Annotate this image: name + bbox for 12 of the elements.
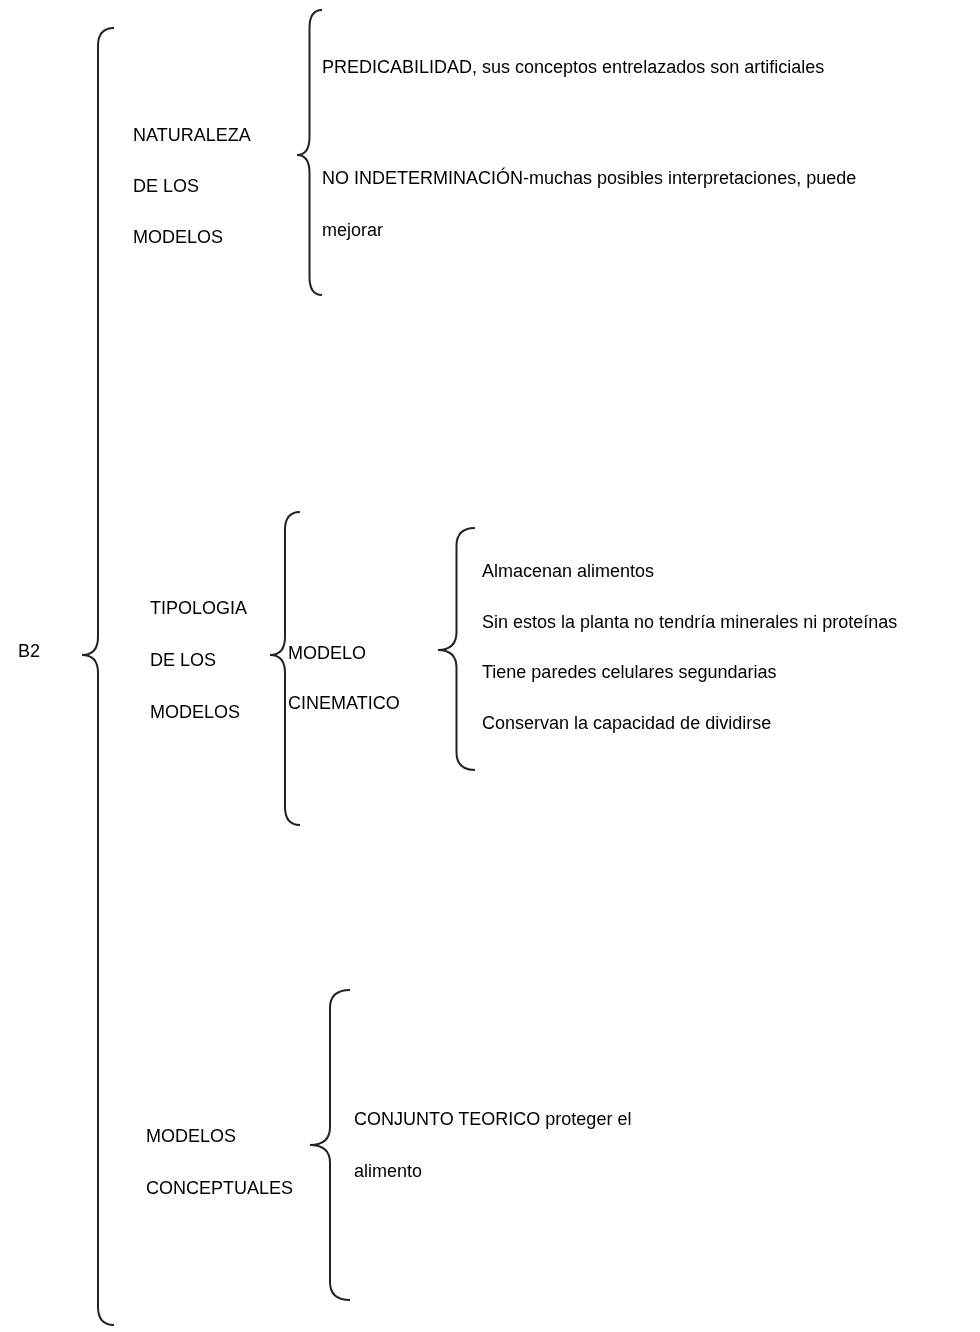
- description-text: Sin estos la planta no tendría minerales ni proteínas: [482, 611, 898, 634]
- root-label: B2: [18, 640, 41, 663]
- description-text: Tiene paredes celulares segundarias: [482, 661, 777, 684]
- description-text: Conservan la capacidad de dividirse: [482, 712, 772, 735]
- description-text: NO INDETERMINACIÓN-muchas posibles interpretaciones, puede mejorar: [322, 166, 858, 242]
- description-text: CONJUNTO TEORICO proteger el alimento: [354, 1108, 633, 1183]
- category-label: NATURALEZA DE LOS MODELOS: [133, 124, 252, 249]
- category-label: MODELOS CONCEPTUALES: [146, 1125, 295, 1200]
- description-text: PREDICABILIDAD, sus conceptos entrelazados son artificiales: [322, 56, 825, 79]
- subcategory-label: MODELO CINEMATICO: [288, 642, 401, 715]
- category-label: TIPOLOGIA DE LOS MODELOS: [150, 597, 248, 724]
- description-text: Almacenan alimentos: [482, 560, 655, 583]
